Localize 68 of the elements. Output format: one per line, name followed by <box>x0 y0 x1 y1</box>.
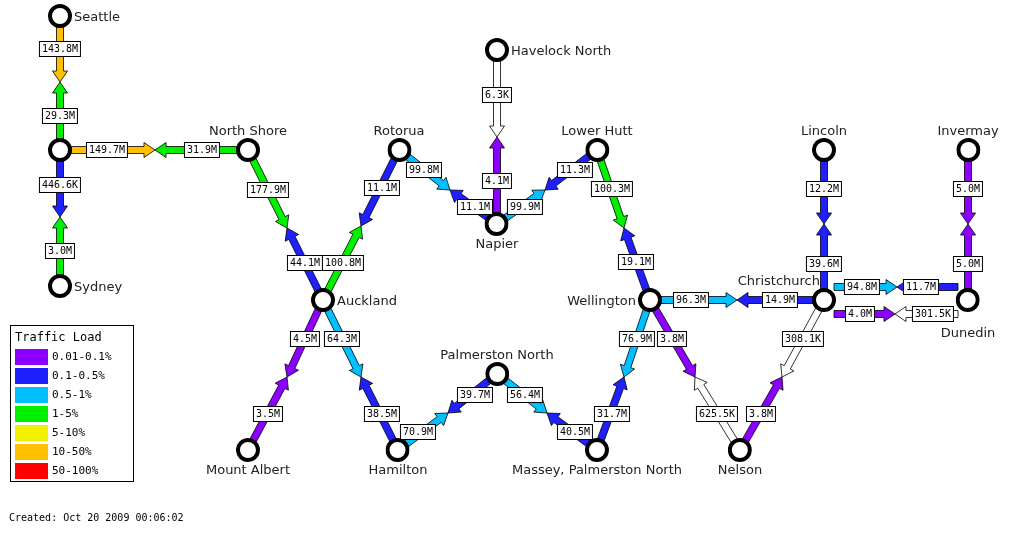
legend-text: 5-10% <box>52 426 86 440</box>
edge-label: 39.7M <box>456 387 494 403</box>
edge-label: 14.9M <box>761 292 799 308</box>
edge-label: 76.9M <box>618 331 656 347</box>
edge-label: 3.5M <box>252 406 284 422</box>
node-label: Dunedin <box>940 325 996 340</box>
edge-label: 100.3M <box>590 181 634 197</box>
node-label: Rotorua <box>373 123 425 138</box>
edge-label: 308.1K <box>781 331 825 347</box>
edge-label: 4.5M <box>289 331 321 347</box>
edge-label: 301.5K <box>911 306 955 322</box>
edge-label: 149.7M <box>85 142 129 158</box>
node-label: Sydney <box>74 278 123 294</box>
legend-text: 50-100% <box>52 464 99 478</box>
node-label: Seattle <box>74 8 121 24</box>
legend-text: 10-50% <box>52 445 92 459</box>
edge-label: 5.0M <box>952 181 984 197</box>
edge-label: 44.1M <box>286 255 324 271</box>
edge-label: 64.3M <box>323 331 361 347</box>
legend-title: Traffic Load <box>15 330 103 344</box>
node-label: Havelock North <box>511 42 612 58</box>
edge-label: 6.3K <box>481 87 513 103</box>
legend-text: 0.01-0.1% <box>52 350 112 364</box>
node-label: Mount Albert <box>205 462 291 477</box>
node-label: Nelson <box>717 462 763 477</box>
edge-label: 99.9M <box>506 199 544 215</box>
legend-text: 0.5-1% <box>52 388 92 402</box>
node-label: Christchurch <box>737 273 820 288</box>
legend-text: 0.1-0.5% <box>52 369 105 383</box>
node-label: Lincoln <box>801 123 847 138</box>
edge-label: 11.3M <box>556 162 594 178</box>
edge-label: 4.0M <box>844 306 876 322</box>
node-label: Invermay <box>937 123 999 138</box>
edge-label: 94.8M <box>843 279 881 295</box>
edge-label: 446.6K <box>38 177 82 193</box>
edge-label: 11.7M <box>902 279 940 295</box>
edge-label: 19.1M <box>617 254 655 270</box>
edge-label: 11.1M <box>363 180 401 196</box>
edge-label: 625.5K <box>695 406 739 422</box>
edge-label: 56.4M <box>506 387 544 403</box>
node-label: Lower Hutt <box>561 123 633 138</box>
edge-label: 4.1M <box>481 173 513 189</box>
edge-label: 177.9M <box>246 182 290 198</box>
edge-label: 40.5M <box>556 424 594 440</box>
node-label: North Shore <box>209 123 287 138</box>
legend-text: 1-5% <box>52 407 79 421</box>
edge-label: 3.8M <box>745 406 777 422</box>
edge-label: 39.6M <box>805 256 843 272</box>
timestamp-note: Created: Oct 20 2009 00:06:02 <box>9 512 184 524</box>
edge-label: 3.8M <box>656 331 688 347</box>
edge-label: 143.8M <box>38 41 82 57</box>
node-label: Napier <box>475 236 519 251</box>
node-label: Auckland <box>337 292 397 308</box>
node-label: Wellington <box>567 292 636 308</box>
edge-label: 3.0M <box>44 243 76 259</box>
edge-label: 99.8M <box>405 162 443 178</box>
edge-label: 31.9M <box>183 142 221 158</box>
edge-label: 100.8M <box>321 255 365 271</box>
edge-label: 96.3M <box>672 292 710 308</box>
edge-label: 31.7M <box>593 406 631 422</box>
edge-label: 12.2M <box>805 181 843 197</box>
edge-label: 38.5M <box>363 406 401 422</box>
node-label: Hamilton <box>368 462 428 477</box>
node-label: Palmerston North <box>440 347 554 362</box>
edge-label: 29.3M <box>41 108 79 124</box>
node-label: Massey, Palmerston North <box>511 462 683 477</box>
edge-label: 70.9M <box>399 424 437 440</box>
edge-label: 5.0M <box>952 256 984 272</box>
